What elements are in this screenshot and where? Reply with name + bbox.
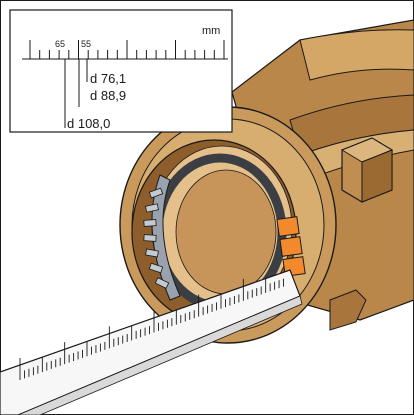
side-boss bbox=[340, 137, 394, 203]
ruler-scale: mm 65 55 bbox=[22, 25, 228, 60]
diameter-label-108: d 108,0 bbox=[67, 116, 110, 131]
grip-ring bbox=[143, 174, 181, 301]
rear-flange-band bbox=[299, 29, 414, 81]
inset-panel: mm 65 55 d 76,1 d 88,9 d 108,0 bbox=[9, 9, 233, 133]
ruler-marker-65: 65 bbox=[55, 39, 65, 49]
diameter-label-88: d 88,9 bbox=[90, 88, 126, 103]
ruler-unit-label: mm bbox=[202, 25, 220, 37]
tape-ticks bbox=[19, 277, 284, 380]
diameter-label-76: d 76,1 bbox=[90, 71, 126, 86]
measuring-tape bbox=[0, 269, 303, 415]
deep-bore bbox=[175, 169, 277, 295]
lower-lug bbox=[329, 289, 367, 331]
ruler-ticks bbox=[29, 40, 225, 59]
ruler-marker-55: 55 bbox=[81, 39, 91, 49]
inset-frame bbox=[9, 9, 233, 133]
tape-edge bbox=[17, 295, 303, 415]
